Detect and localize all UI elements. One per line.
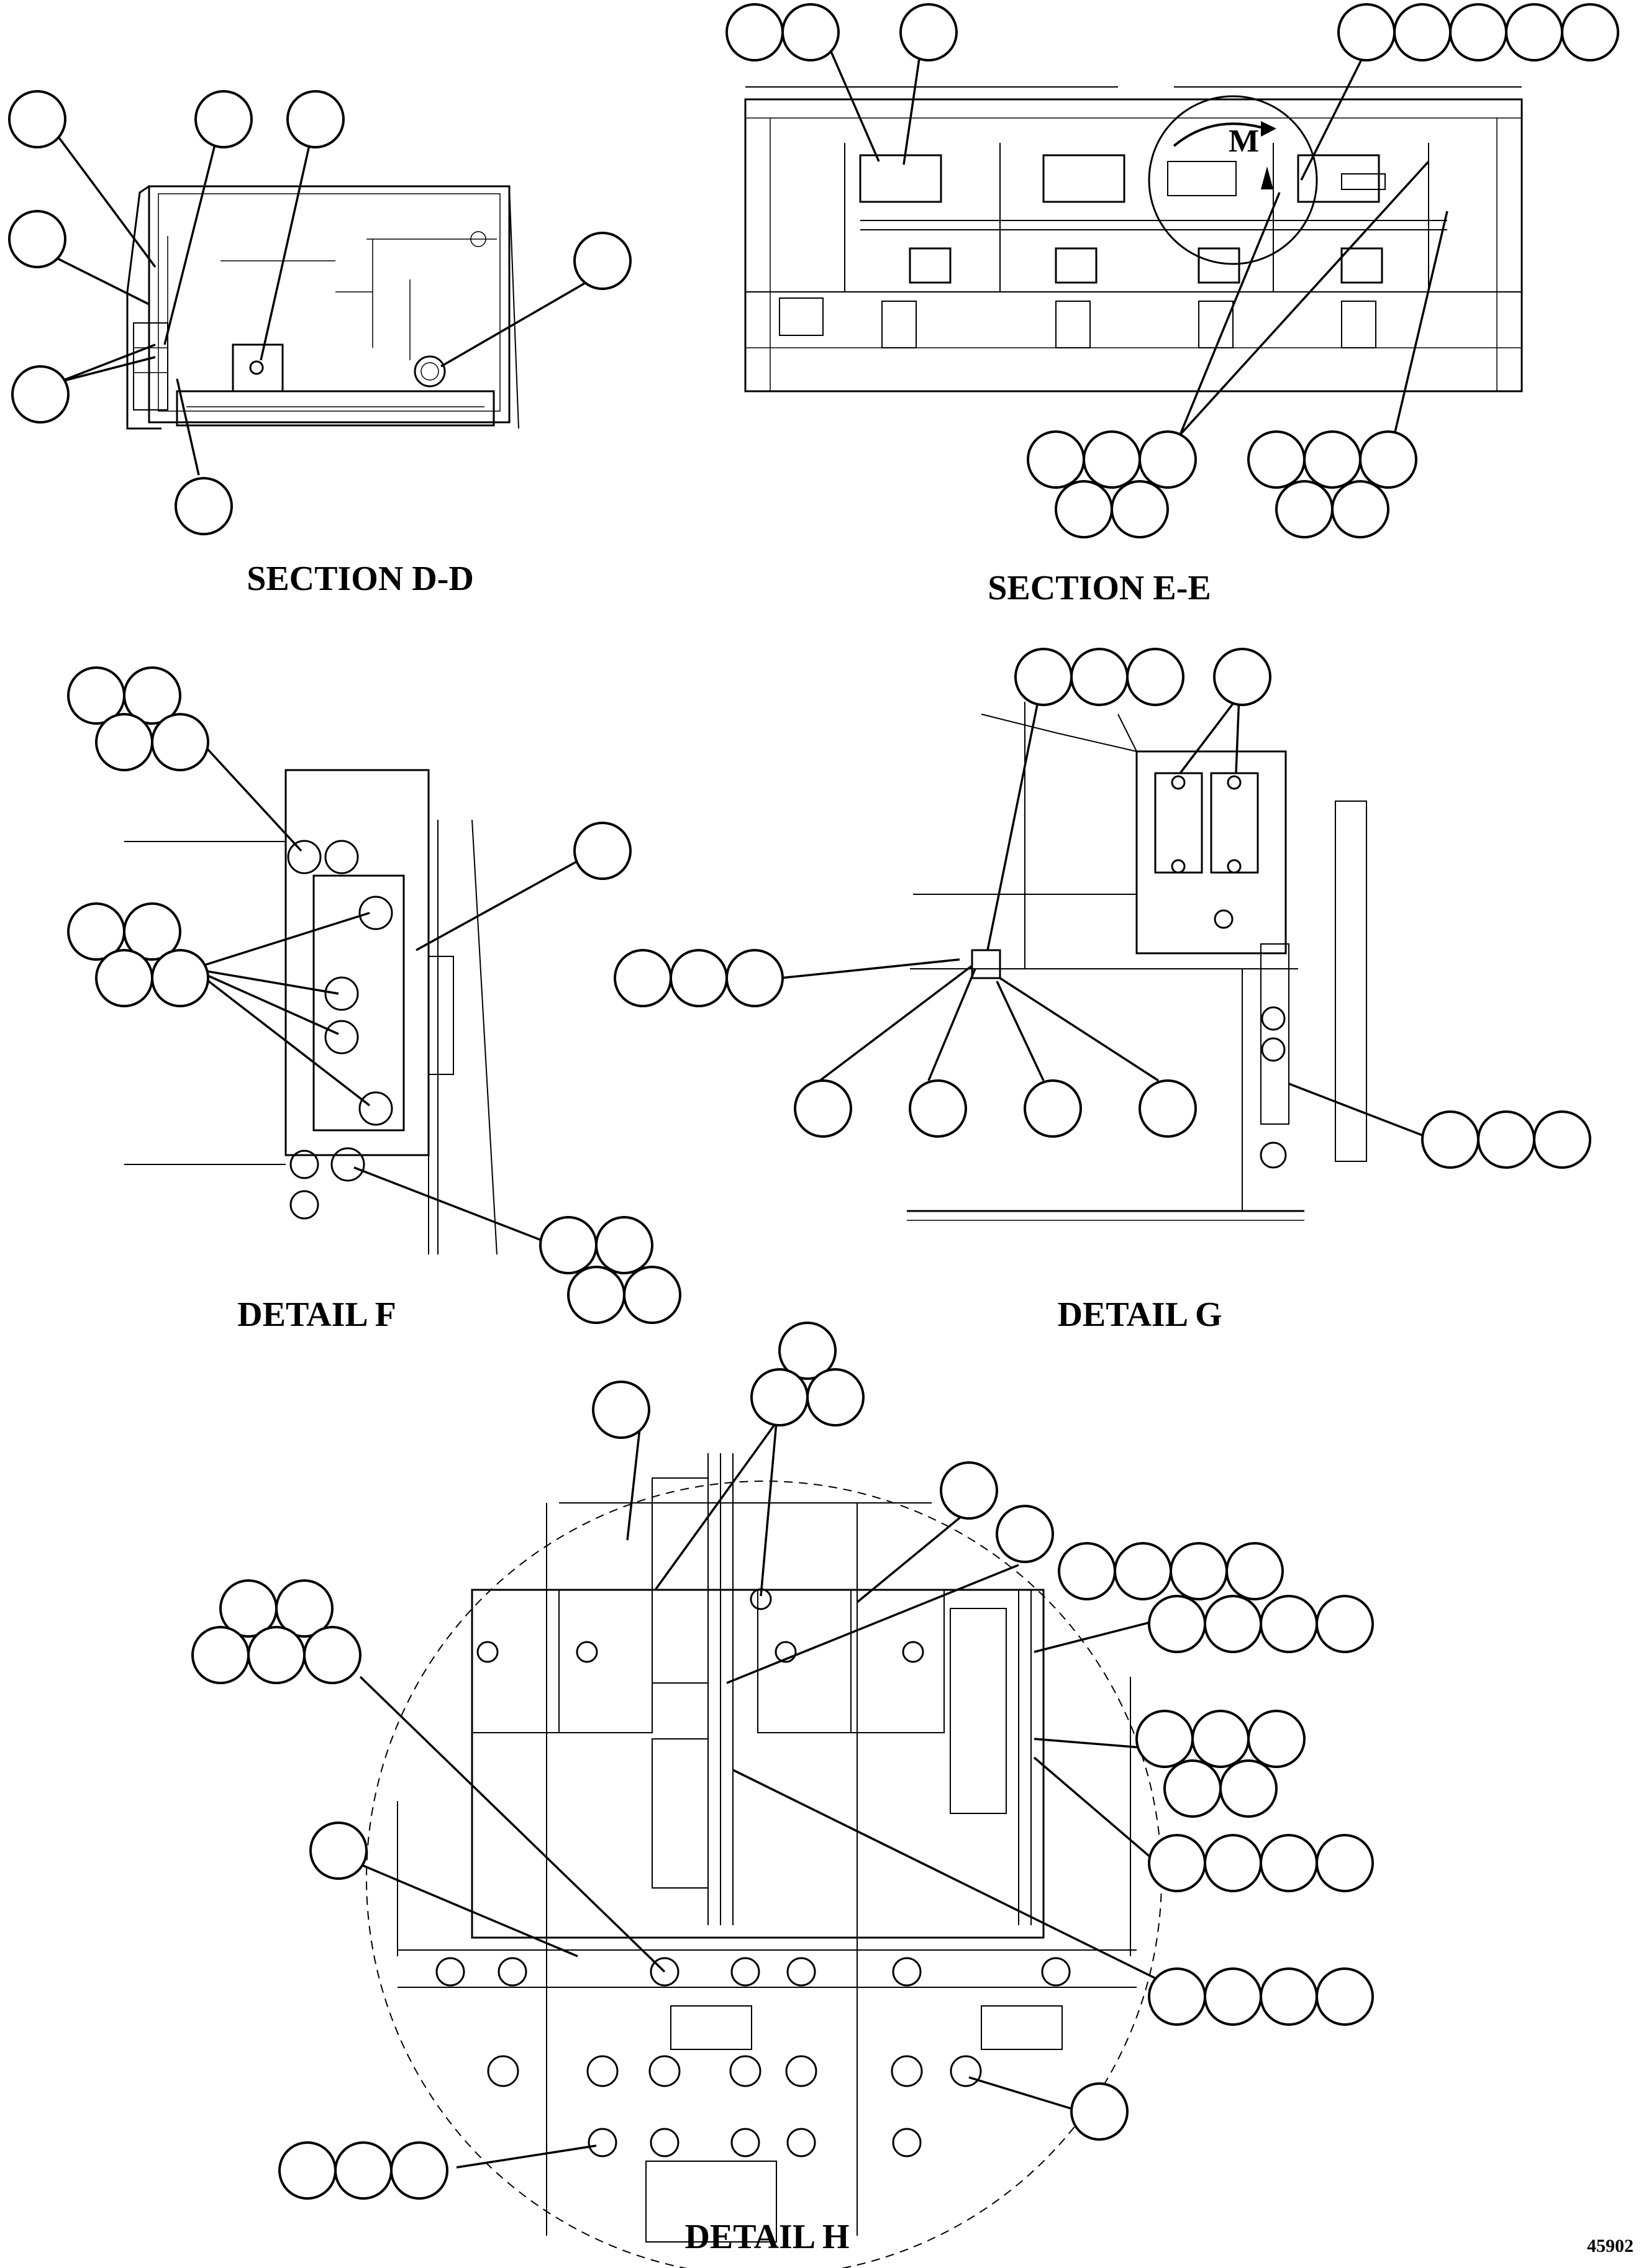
detail-h-drawing — [366, 1453, 1162, 2268]
section-ee-view-arrow — [1173, 121, 1276, 189]
detail-g-drawing — [907, 702, 1367, 1221]
detail-h-callouts — [191, 1322, 1374, 2200]
section-ee-callouts — [725, 3, 1619, 538]
section-ee-title: SECTION E-E — [988, 569, 1211, 607]
detail-f-callouts — [67, 666, 681, 1324]
section-dd-title: SECTION D-D — [247, 560, 474, 598]
detail-g-callouts — [614, 648, 1591, 1169]
detail-h-title: DETAIL H — [684, 2218, 850, 2256]
figure-number: 45902 — [1587, 2236, 1634, 2256]
detail-g-title: DETAIL G — [1057, 1295, 1222, 1334]
detail-f-title: DETAIL F — [237, 1295, 396, 1334]
detail-f-drawing — [124, 769, 498, 1255]
section-dd-callouts — [8, 90, 632, 535]
section-dd-drawing — [126, 185, 519, 430]
section-ee-view-marker: M — [1229, 124, 1260, 159]
section-ee-drawing — [744, 86, 1523, 392]
